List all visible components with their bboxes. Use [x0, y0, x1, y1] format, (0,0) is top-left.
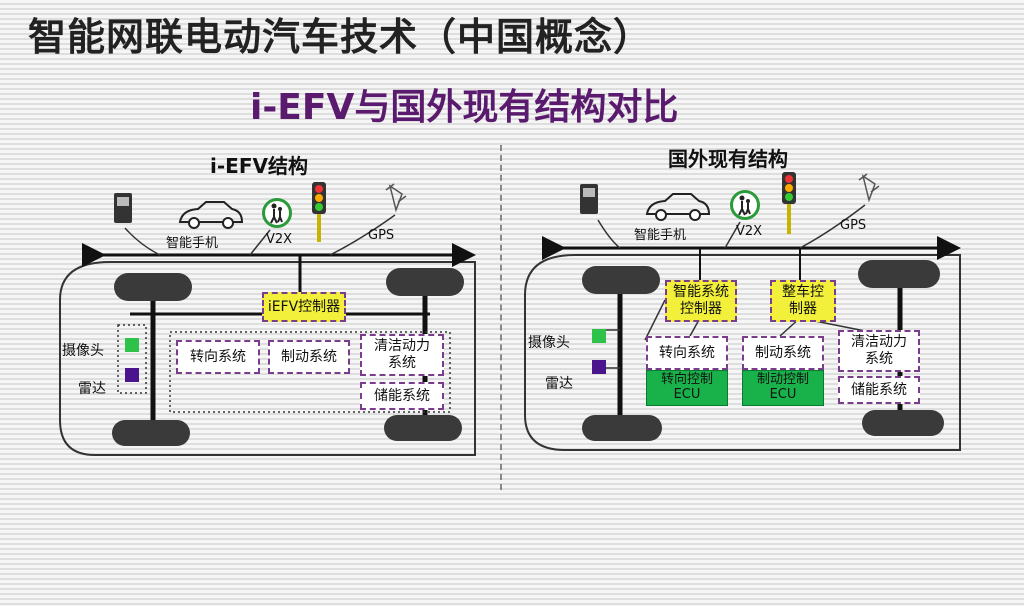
right-camera-label: 摄像头: [528, 335, 570, 351]
left-wheel-rear-left: [112, 420, 190, 446]
right-gps-line: [799, 204, 866, 249]
left-gps-label: GPS: [368, 228, 395, 243]
left-radar-icon: [125, 368, 139, 382]
left-gps-line: [329, 214, 396, 256]
left-v2x-label: V2X: [266, 232, 293, 247]
right-car-body: [524, 254, 961, 451]
right-wheel-rear-right: [862, 410, 944, 436]
left-braking-system: 制动系统: [268, 340, 350, 374]
left-camera-icon: [125, 338, 139, 352]
right-wheel-front-left: [582, 266, 660, 294]
left-storage-system: 储能系统: [360, 382, 444, 410]
page-subtitle: i-EFV与国外现有结构对比: [250, 87, 679, 128]
car-icon: [643, 192, 713, 222]
right-braking-system: 制动系统: [742, 336, 824, 370]
left-panel-title: i-EFV结构: [210, 154, 308, 178]
phone-icon: [114, 193, 132, 223]
left-car-body: [59, 261, 476, 456]
right-v2x-label: V2X: [736, 224, 763, 239]
right-steering-system: 转向系统: [646, 336, 728, 370]
left-sensor-frame: [117, 324, 147, 394]
panel-divider: [500, 145, 502, 490]
right-braking-ecu: 制动控制 ECU: [742, 370, 824, 406]
left-phone-label: 智能手机: [166, 236, 219, 251]
right-gps-label: GPS: [840, 218, 867, 233]
left-iefv-controller: iEFV控制器: [262, 292, 346, 322]
right-camera-icon: [592, 329, 606, 343]
phone-icon: [580, 184, 598, 214]
right-wheel-front-right: [858, 260, 940, 288]
pedestrian-icon: [730, 190, 760, 220]
traffic-light-icon: [312, 182, 326, 242]
left-phone-line: [124, 227, 161, 256]
right-clean-power-system: 清洁动力 系统: [838, 330, 920, 372]
right-radar-label: 雷达: [545, 376, 573, 392]
right-radar-icon: [592, 360, 606, 374]
satellite-icon: [382, 182, 410, 216]
satellite-icon: [855, 172, 883, 206]
right-steering-ecu: 转向控制 ECU: [646, 370, 728, 406]
right-vehicle-controller: 整车控 制器: [770, 280, 836, 322]
left-radar-label: 雷达: [78, 381, 106, 397]
right-wheel-rear-left: [582, 415, 662, 441]
left-systems-frame: [169, 331, 451, 413]
left-wheel-rear-right: [384, 415, 462, 441]
right-v2x-line: [724, 221, 741, 249]
right-phone-label: 智能手机: [634, 228, 687, 243]
right-storage-system: 储能系统: [838, 376, 920, 404]
left-steering-system: 转向系统: [176, 340, 260, 374]
pedestrian-icon: [262, 198, 292, 228]
right-smart-controller: 智能系统 控制器: [665, 280, 737, 322]
car-icon: [176, 200, 246, 230]
right-phone-line: [597, 219, 621, 249]
traffic-light-icon: [782, 172, 796, 234]
left-clean-power-system: 清洁动力 系统: [360, 334, 444, 376]
right-panel-title: 国外现有结构: [668, 147, 788, 171]
left-wheel-front-left: [114, 273, 192, 301]
page-title: 智能网联电动汽车技术（中国概念）: [28, 15, 653, 59]
left-v2x-line: [249, 229, 271, 256]
left-camera-label: 摄像头: [62, 343, 104, 359]
left-wheel-front-right: [386, 268, 464, 296]
